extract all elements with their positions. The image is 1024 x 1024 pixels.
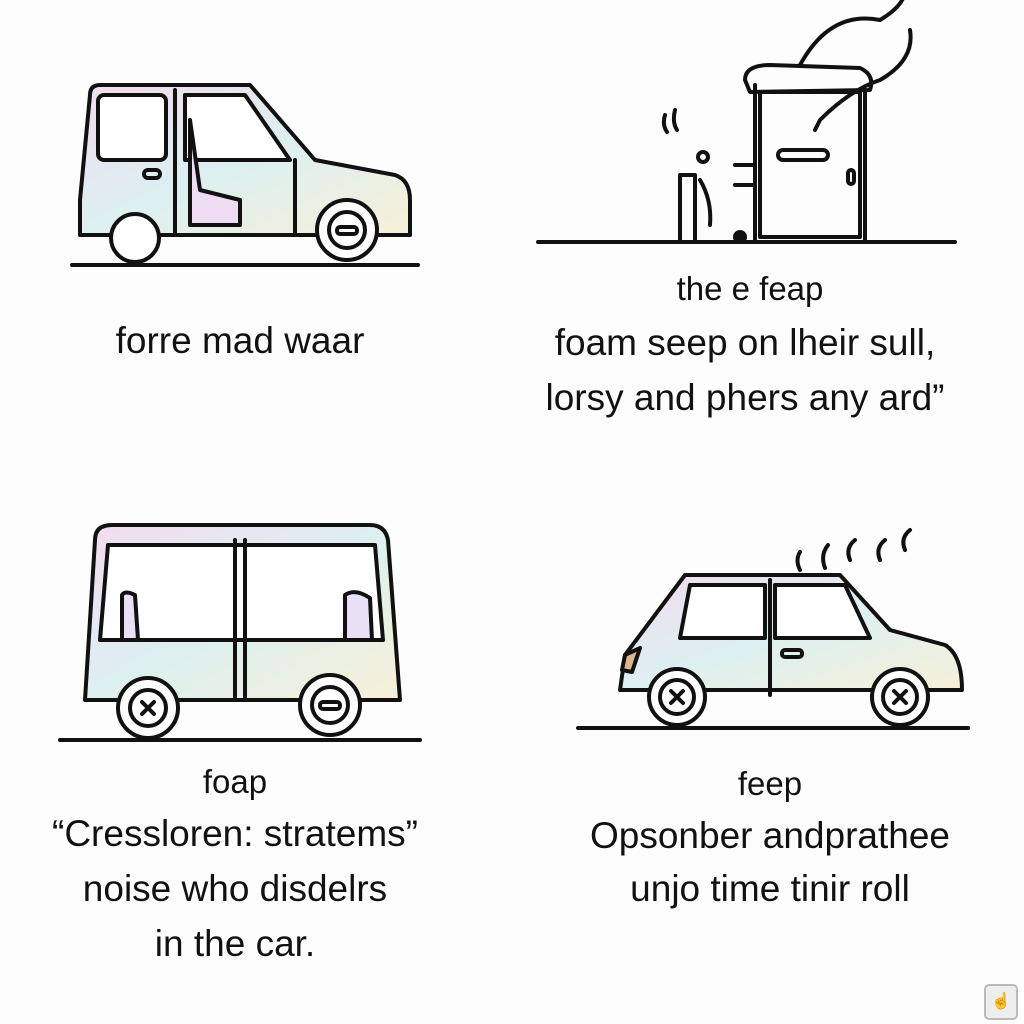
hand-pointer-icon[interactable]: ☝ [984, 984, 1018, 1020]
bus-caption-title: foap [202, 763, 268, 800]
van-caption: forre mad waar [115, 320, 365, 361]
booth-drawing [536, 0, 957, 244]
van-drawing [70, 83, 420, 267]
booth-caption-line-2: lorsy and phers any ard” [545, 377, 945, 418]
booth-caption-title: the e feap [676, 270, 824, 307]
bus-caption-line-3: in the car. [154, 923, 316, 964]
booth-caption-line-1: foam seep on lheir sull, [554, 322, 936, 363]
car-caption-line-1: Opsonber andprathee [590, 815, 950, 856]
bus-caption-line-1: “Cressloren: stratems” [52, 813, 418, 854]
car-caption-line-2: unjo time tinir roll [630, 868, 910, 909]
bus-caption-line-2: noise who disdelrs [82, 868, 388, 909]
car-caption-title: feep [737, 765, 803, 802]
car-drawing [576, 528, 970, 730]
bus-drawing [58, 523, 422, 742]
